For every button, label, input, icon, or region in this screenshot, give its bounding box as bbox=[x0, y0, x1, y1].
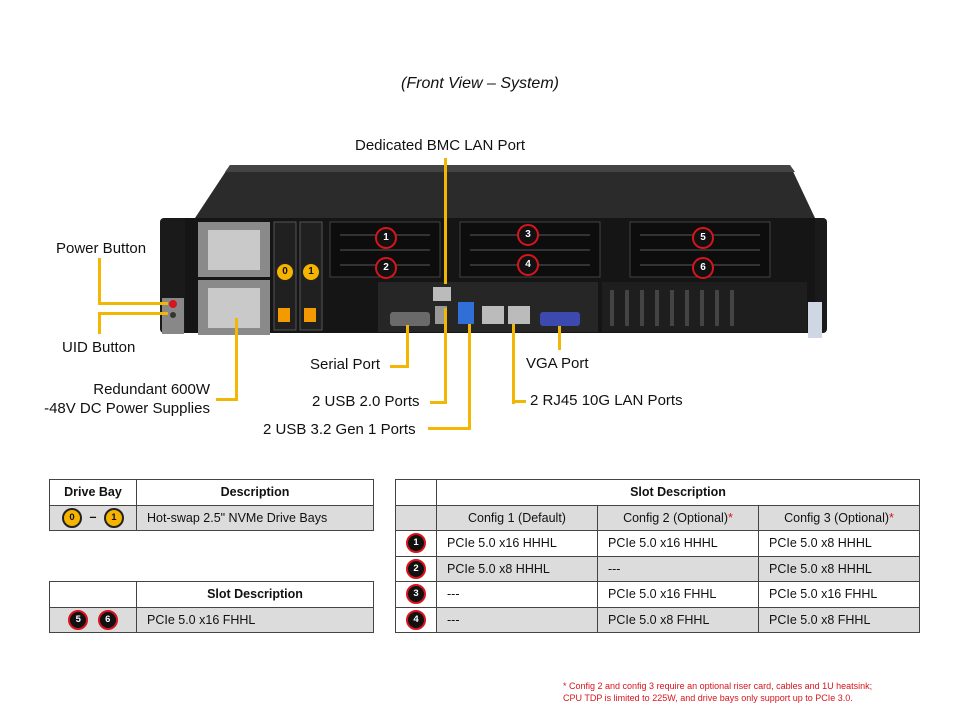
drive-bay-dash: – bbox=[89, 510, 97, 525]
drive-bay-description: Hot-swap 2.5" NVMe Drive Bays bbox=[136, 504, 374, 531]
slot-config-table: Slot Description Config 1 (Default) Conf… bbox=[395, 479, 921, 633]
usb3-label: 2 USB 3.2 Gen 1 Ports bbox=[263, 421, 416, 438]
vga-port-label: VGA Port bbox=[526, 355, 589, 372]
bmc-lan-label: Dedicated BMC LAN Port bbox=[355, 137, 526, 154]
slot-badge-2: 2 bbox=[406, 558, 426, 579]
footnote-line-2: CPU TDP is limited to 225W, and drive ba… bbox=[563, 693, 853, 703]
slot-config-header: Slot Description bbox=[436, 479, 920, 506]
figure-caption: (Front View – System) bbox=[401, 75, 559, 92]
psu-label-line1: Redundant 600W bbox=[93, 381, 210, 398]
slot-badge-4: 4 bbox=[406, 609, 426, 630]
slot-5-6-blank-header bbox=[49, 581, 137, 608]
table-cell: --- bbox=[436, 606, 598, 633]
bmc-leader-line bbox=[444, 158, 447, 284]
slot-badge-5: 5 bbox=[692, 227, 714, 249]
slot-5-6-header: Slot Description bbox=[136, 581, 374, 608]
config-header-blank bbox=[395, 504, 437, 531]
config-2-asterisk: * bbox=[728, 510, 733, 525]
power-button-label: Power Button bbox=[56, 240, 147, 257]
server-chassis-illustration bbox=[160, 165, 827, 338]
config-2-label: Config 2 (Optional) bbox=[623, 510, 728, 525]
vga-leader-line bbox=[558, 326, 561, 350]
slot-badge-6: 6 bbox=[97, 609, 118, 630]
usb2-leader-horizontal bbox=[430, 401, 447, 404]
table-cell: PCIe 5.0 x16 HHHL bbox=[596, 530, 759, 557]
slot-badge-6: 6 bbox=[692, 257, 714, 279]
usb3-leader-vertical bbox=[468, 324, 471, 430]
config-3-asterisk: * bbox=[889, 510, 894, 525]
slot-badge-1: 1 bbox=[406, 533, 426, 554]
slot-badge-3: 3 bbox=[517, 224, 539, 246]
drive-bay-header: Drive Bay bbox=[49, 479, 137, 506]
slot-badge-2: 2 bbox=[375, 257, 397, 279]
lan-ports-label: 2 RJ45 10G LAN Ports bbox=[530, 392, 683, 409]
power-leader-horizontal bbox=[98, 302, 168, 305]
slot-config-blank-header bbox=[395, 479, 437, 506]
psu-label-line2: -48V DC Power Supplies bbox=[44, 400, 210, 417]
slot-badge-4: 4 bbox=[517, 254, 539, 276]
serial-leader-vertical bbox=[406, 325, 409, 367]
drive-bay-badge-1: 1 bbox=[103, 507, 124, 528]
config-1-header: Config 1 (Default) bbox=[436, 504, 598, 531]
usb3-leader-horizontal bbox=[428, 427, 471, 430]
config-3-header: Config 3 (Optional)* bbox=[757, 504, 921, 531]
slot-row-badge-cell: 2 bbox=[395, 555, 437, 582]
slot-badge-1: 1 bbox=[375, 227, 397, 249]
psu-leader-vertical bbox=[235, 318, 238, 400]
drive-bay-badge-0: 0 bbox=[62, 507, 83, 528]
footnote: * Config 2 and config 3 require an optio… bbox=[563, 680, 872, 704]
table-cell: PCIe 5.0 x8 HHHL bbox=[436, 555, 598, 582]
lan-leader-horizontal bbox=[512, 400, 526, 403]
table-cell: --- bbox=[436, 581, 598, 608]
slot-row-badge-cell: 3 bbox=[395, 581, 437, 608]
table-cell: PCIe 5.0 x16 HHHL bbox=[436, 530, 598, 557]
slot-5-6-table: Slot Description 5 6 PCIe 5.0 x16 FHHL bbox=[49, 581, 374, 633]
table-cell: PCIe 5.0 x8 HHHL bbox=[757, 530, 921, 557]
config-1-label: Config 1 (Default) bbox=[468, 510, 566, 525]
table-cell: PCIe 5.0 x8 HHHL bbox=[757, 555, 921, 582]
table-cell: PCIe 5.0 x16 FHHL bbox=[596, 581, 759, 608]
slot-5-6-description: PCIe 5.0 x16 FHHL bbox=[136, 606, 374, 633]
serial-port-label: Serial Port bbox=[310, 356, 381, 373]
uid-leader-vertical bbox=[98, 312, 101, 334]
slot-row-badge-cell: 4 bbox=[395, 606, 437, 633]
psu-leader-horizontal bbox=[216, 398, 238, 401]
table-cell: PCIe 5.0 x16 FHHL bbox=[757, 581, 921, 608]
drive-bay-badges-cell: 0 – 1 bbox=[49, 504, 137, 531]
lan-leader-vertical bbox=[512, 324, 515, 404]
slot-5-6-badges-cell: 5 6 bbox=[49, 606, 137, 633]
config-2-header: Config 2 (Optional)* bbox=[596, 504, 759, 531]
uid-button-label: UID Button bbox=[62, 339, 136, 356]
drive-bay-table: Drive Bay Description 0 – 1 Hot-swap 2.5… bbox=[49, 479, 374, 531]
power-leader-vertical bbox=[98, 258, 101, 304]
description-header: Description bbox=[136, 479, 374, 506]
config-3-label: Config 3 (Optional) bbox=[784, 510, 890, 525]
drive-bay-badge-1: 1 bbox=[301, 262, 321, 282]
footnote-line-1: * Config 2 and config 3 require an optio… bbox=[563, 681, 873, 691]
usb2-label: 2 USB 2.0 Ports bbox=[312, 393, 420, 410]
usb2-leader-vertical bbox=[444, 308, 447, 403]
slot-row-badge-cell: 1 bbox=[395, 530, 437, 557]
drive-bay-badge-0: 0 bbox=[275, 262, 295, 282]
table-cell: PCIe 5.0 x8 FHHL bbox=[596, 606, 759, 633]
serial-leader-horizontal bbox=[390, 365, 409, 368]
uid-leader-horizontal bbox=[98, 312, 168, 315]
table-cell: --- bbox=[596, 555, 759, 582]
slot-badge-3: 3 bbox=[406, 584, 426, 605]
slot-badge-5: 5 bbox=[68, 609, 89, 630]
table-cell: PCIe 5.0 x8 FHHL bbox=[757, 606, 921, 633]
